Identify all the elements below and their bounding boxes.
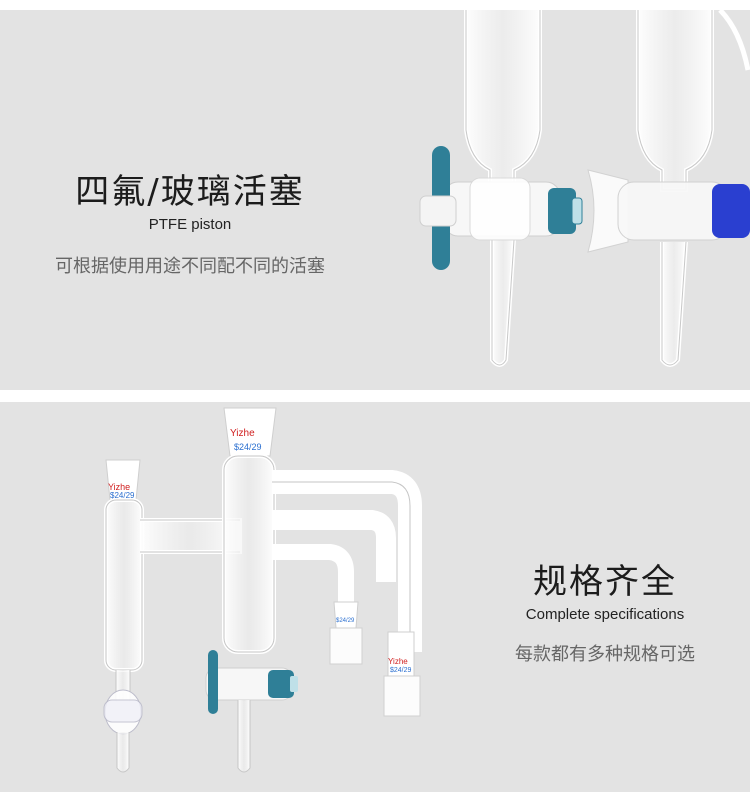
stopcock-right — [587, 169, 750, 253]
bottom-title: 规格齐全 — [533, 562, 677, 602]
right-joint-size: $24/29 — [234, 442, 262, 452]
apparatus-right — [205, 407, 422, 773]
stopcock-illustration — [419, 10, 750, 367]
right-joint-brand: Yizhe — [230, 428, 255, 439]
small-joint-size: $24/29 — [336, 618, 355, 624]
apparatus-left — [103, 459, 242, 773]
top-panel: 四氟/玻璃活塞 PTFE piston 可根据使用用途不同配不同的活塞 — [0, 10, 750, 390]
left-joint-size: $24/29 — [110, 491, 135, 500]
left-joint-brand: Yizhe — [108, 482, 130, 492]
bottom-description: 每款都有多种规格可选 — [515, 644, 695, 665]
top-description: 可根据使用用途不同配不同的活塞 — [55, 256, 325, 277]
ptfe-handle-small — [208, 650, 218, 714]
side-joint-brand: Yizhe — [388, 657, 408, 666]
top-title: 四氟/玻璃活塞 — [75, 172, 305, 212]
bottom-subtitle: Complete specifications — [525, 606, 685, 623]
side-joint-size: $24/29 — [390, 667, 412, 674]
apparatus-illustration: Yizhe $24/29 Yizhe $24/29 Yizhe $24/29 $… — [103, 407, 422, 773]
stopcock-left — [419, 146, 583, 270]
top-subtitle: PTFE piston — [148, 216, 232, 233]
blue-cap — [712, 184, 750, 238]
bottom-panel: Yizhe $24/29 Yizhe $24/29 Yizhe $24/29 $… — [0, 402, 750, 792]
